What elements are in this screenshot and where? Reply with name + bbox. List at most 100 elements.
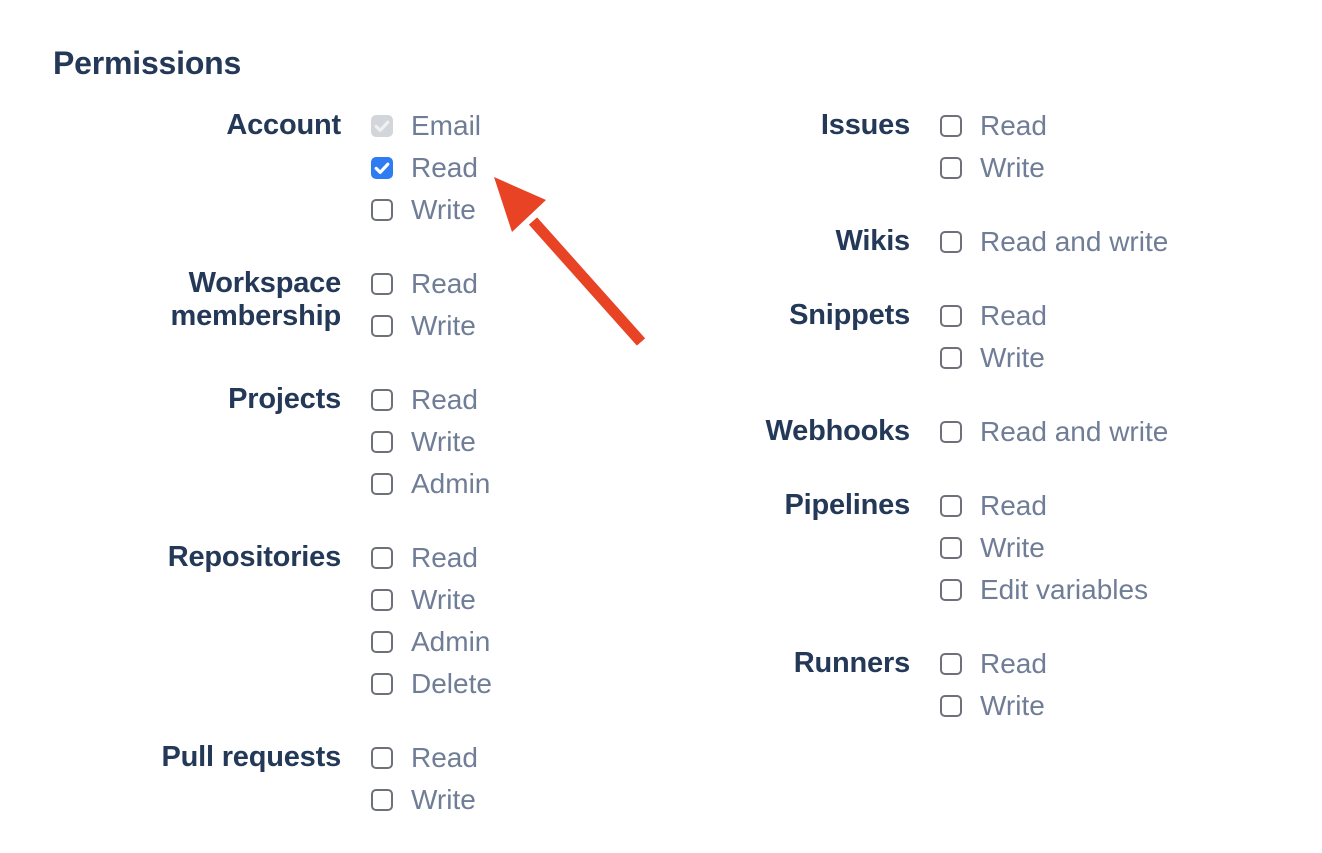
checkbox-repositories-admin[interactable] [371, 631, 393, 653]
checkbox-label-issues-read[interactable]: Read [980, 110, 1047, 141]
checkbox-repositories-delete[interactable] [371, 673, 393, 695]
group-label-runners: Runners [793, 647, 910, 679]
group-label-projects: Projects [228, 383, 341, 415]
permission-option-row: Write [940, 685, 1047, 727]
permission-option-row: Read [371, 263, 478, 305]
checkbox-projects-admin[interactable] [371, 473, 393, 495]
group-options: Read Write [371, 263, 478, 347]
checkbox-wikis-read-and-write[interactable] [940, 231, 962, 253]
permission-group-snippets: Snippets Read Write [710, 295, 1168, 379]
permission-option-row: Read [940, 643, 1047, 685]
checkbox-label-projects-read[interactable]: Read [411, 384, 478, 415]
checkmark-icon [374, 120, 390, 132]
checkbox-pull-requests-write[interactable] [371, 789, 393, 811]
checkbox-label-repositories-read[interactable]: Read [411, 542, 478, 573]
checkbox-projects-read[interactable] [371, 389, 393, 411]
checkbox-label-snippets-read[interactable]: Read [980, 300, 1047, 331]
group-label-wikis: Wikis [835, 225, 911, 257]
permission-option-row: Edit variables [940, 569, 1148, 611]
permission-option-row: Write [371, 579, 492, 621]
checkbox-workspace-membership-write[interactable] [371, 315, 393, 337]
group-options: Email Read Write [371, 105, 481, 231]
permission-option-row: Write [940, 337, 1047, 379]
checkbox-snippets-read[interactable] [940, 305, 962, 327]
checkbox-account-email [371, 115, 393, 137]
permission-group-pull-requests: Pull requests Read Write [53, 737, 710, 821]
checkbox-pipelines-edit-variables[interactable] [940, 579, 962, 601]
permission-group-issues: Issues Read Write [710, 105, 1168, 189]
checkbox-snippets-write[interactable] [940, 347, 962, 369]
permission-group-webhooks: Webhooks Read and write [710, 411, 1169, 453]
permission-option-row: Admin [371, 463, 490, 505]
group-label-account: Account [226, 109, 341, 141]
checkbox-label-pipelines-edit-variables[interactable]: Edit variables [980, 574, 1149, 605]
checkbox-label-pipelines-write[interactable]: Write [980, 532, 1045, 563]
checkbox-label-workspace-membership-write[interactable]: Write [411, 310, 476, 341]
checkbox-account-write[interactable] [371, 199, 393, 221]
permission-group-account: Account Email Read Write [53, 105, 710, 231]
permissions-columns: Account Email Read Write Workspace membe… [53, 105, 1168, 853]
checkbox-label-projects-write[interactable]: Write [411, 426, 476, 457]
checkbox-label-account-email[interactable]: Email [411, 110, 482, 141]
checkbox-pipelines-read[interactable] [940, 495, 962, 517]
checkbox-projects-write[interactable] [371, 431, 393, 453]
checkbox-label-pull-requests-write[interactable]: Write [411, 784, 476, 815]
checkbox-workspace-membership-read[interactable] [371, 273, 393, 295]
permission-option-row: Read [371, 147, 481, 189]
checkbox-label-workspace-membership-read[interactable]: Read [411, 268, 478, 299]
checkbox-label-issues-write[interactable]: Write [980, 152, 1045, 183]
permission-option-row: Read [371, 537, 492, 579]
checkbox-label-projects-admin[interactable]: Admin [411, 468, 491, 499]
group-label-issues: Issues [820, 109, 910, 141]
checkbox-issues-read[interactable] [940, 115, 962, 137]
group-options: Read Write Admin [371, 379, 490, 505]
permissions-column-left: Account Email Read Write Workspace membe… [53, 105, 710, 853]
group-label-pull-requests: Pull requests [161, 741, 341, 773]
permission-group-runners: Runners Read Write [710, 643, 1168, 727]
checkbox-label-account-read[interactable]: Read [411, 152, 478, 183]
group-options: Read Write Edit variables [940, 485, 1148, 611]
checkbox-label-snippets-write[interactable]: Write [980, 342, 1045, 373]
checkbox-label-runners-write[interactable]: Write [980, 690, 1045, 721]
group-options: Read and write [940, 411, 1168, 453]
checkbox-label-pull-requests-read[interactable]: Read [411, 742, 478, 773]
permission-option-row: Write [371, 779, 478, 821]
checkbox-pull-requests-read[interactable] [371, 747, 393, 769]
permissions-column-right: Issues Read Write Wikis Read and write [710, 105, 1169, 759]
checkbox-label-pipelines-read[interactable]: Read [980, 490, 1047, 521]
checkbox-label-webhooks-read-and-write[interactable]: Read and write [980, 416, 1169, 447]
permission-option-row: Admin [371, 621, 492, 663]
checkbox-pipelines-write[interactable] [940, 537, 962, 559]
permission-option-row: Read [371, 379, 490, 421]
checkbox-label-repositories-admin[interactable]: Admin [411, 626, 491, 657]
checkbox-account-read[interactable] [371, 157, 393, 179]
permission-group-wikis: Wikis Read and write [710, 221, 1169, 263]
group-label-pipelines: Pipelines [784, 489, 910, 521]
permission-option-row: Write [371, 189, 481, 231]
checkbox-label-runners-read[interactable]: Read [980, 648, 1047, 679]
group-options: Read Write [371, 737, 478, 821]
checkbox-label-repositories-delete[interactable]: Delete [411, 668, 492, 699]
checkbox-repositories-read[interactable] [371, 547, 393, 569]
checkbox-webhooks-read-and-write[interactable] [940, 421, 962, 443]
permission-option-row: Email [371, 105, 481, 147]
checkbox-label-repositories-write[interactable]: Write [411, 584, 476, 615]
permission-option-row: Write [371, 305, 478, 347]
checkbox-runners-read[interactable] [940, 653, 962, 675]
permission-option-row: Write [940, 147, 1047, 189]
checkbox-issues-write[interactable] [940, 157, 962, 179]
checkbox-label-account-write[interactable]: Write [411, 194, 476, 225]
checkbox-repositories-write[interactable] [371, 589, 393, 611]
checkbox-runners-write[interactable] [940, 695, 962, 717]
group-label-workspace-membership: Workspace membership [170, 267, 342, 332]
permission-option-row: Read [940, 295, 1047, 337]
permission-option-row: Write [940, 527, 1148, 569]
group-options: Read Write [940, 105, 1047, 189]
checkbox-label-wikis-read-and-write[interactable]: Read and write [980, 226, 1169, 257]
permission-group-projects: Projects Read Write Admin [53, 379, 710, 505]
group-label-snippets: Snippets [789, 299, 910, 331]
group-options: Read Write [940, 295, 1047, 379]
permission-option-row: Read [940, 105, 1047, 147]
permission-option-row: Read and write [940, 411, 1168, 453]
permission-option-row: Write [371, 421, 490, 463]
